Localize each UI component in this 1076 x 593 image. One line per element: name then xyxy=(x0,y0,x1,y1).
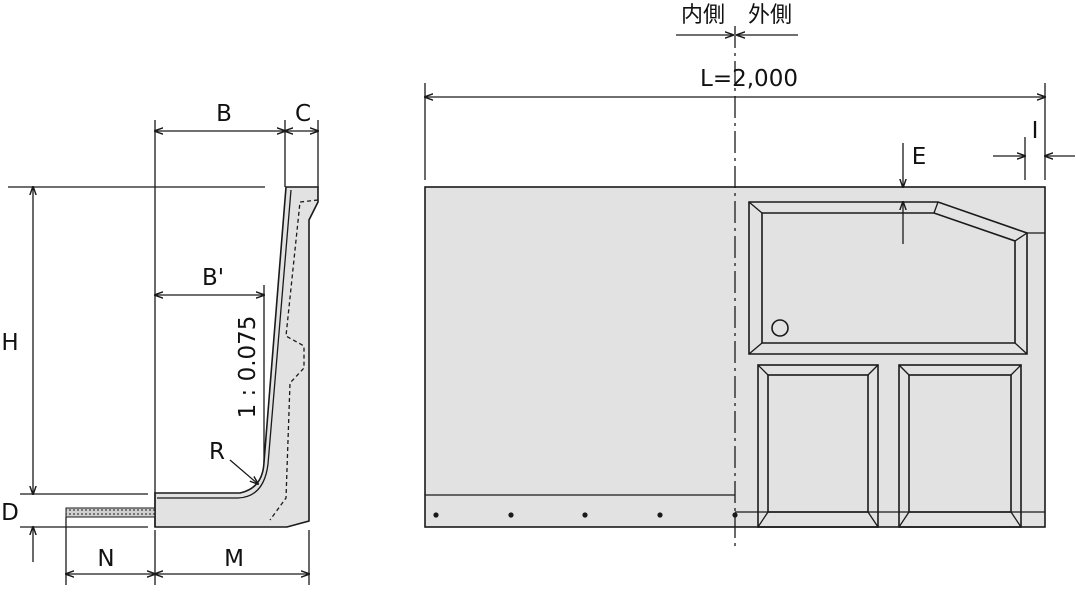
lower-right-recess-outer xyxy=(898,364,1022,528)
anchor-dot xyxy=(732,512,738,518)
label-D: D xyxy=(1,500,19,526)
label-B: B xyxy=(216,101,232,127)
inner-face-line xyxy=(157,189,292,499)
label-R: R xyxy=(209,439,225,465)
label-I: I xyxy=(1032,118,1039,144)
elevation-view xyxy=(425,26,1075,546)
label-inner-side: 内側 xyxy=(681,3,725,28)
label-length: L=2,000 xyxy=(700,66,798,92)
lower-left-recess-outer xyxy=(757,364,879,528)
rebar-dashed-line xyxy=(269,199,319,521)
anchor-dot xyxy=(433,512,439,518)
label-M: M xyxy=(224,546,244,572)
anchor-dots xyxy=(433,512,738,518)
anchor-dot xyxy=(508,512,514,518)
drain-hole xyxy=(771,319,789,337)
anchor-dot xyxy=(657,512,663,518)
label-C: C xyxy=(295,101,311,127)
cross-section-view xyxy=(8,120,318,585)
label-E: E xyxy=(912,144,927,170)
upper-recess-inner xyxy=(761,212,1016,344)
label-slope: 1 : 0.075 xyxy=(235,316,261,419)
radius-leader xyxy=(229,459,258,484)
label-H: H xyxy=(1,330,18,356)
label-B-prime: B' xyxy=(202,265,224,291)
anchor-dot xyxy=(582,512,588,518)
base-mat-strip xyxy=(65,507,156,518)
label-outer-side: 外側 xyxy=(748,3,792,28)
retaining-wall-section xyxy=(154,186,319,528)
label-N: N xyxy=(97,546,114,572)
